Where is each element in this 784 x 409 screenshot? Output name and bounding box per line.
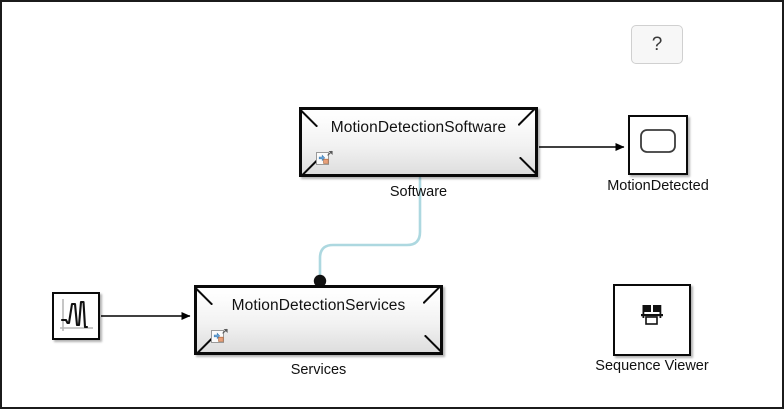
display-scope-icon bbox=[640, 129, 676, 153]
corner-cut-bottom-right bbox=[518, 157, 535, 174]
caption-services: Services bbox=[290, 362, 347, 378]
services-subsystem-title: MotionDetectionServices bbox=[231, 297, 406, 314]
sequence-viewer-icon bbox=[641, 305, 663, 325]
block-sequence-viewer[interactable] bbox=[613, 284, 691, 356]
caption-motion-detected: MotionDetected bbox=[607, 178, 709, 194]
block-services-subsystem[interactable]: MotionDetectionServices bbox=[194, 285, 443, 355]
block-signal-source[interactable] bbox=[52, 292, 100, 340]
caption-sequence-viewer: Sequence Viewer bbox=[595, 358, 709, 374]
signal-plot-icon bbox=[60, 299, 93, 331]
corner-cut-bottom-right bbox=[423, 335, 440, 352]
software-subsystem-title: MotionDetectionSoftware bbox=[330, 119, 507, 136]
help-button-label: ? bbox=[651, 33, 663, 55]
help-button[interactable]: ? bbox=[631, 25, 683, 64]
model-reference-icon bbox=[210, 327, 229, 346]
caption-software: Software bbox=[389, 184, 448, 200]
block-motion-detected[interactable] bbox=[628, 115, 688, 175]
model-reference-icon bbox=[315, 149, 334, 168]
block-software-subsystem[interactable]: MotionDetectionSoftware bbox=[299, 107, 538, 177]
